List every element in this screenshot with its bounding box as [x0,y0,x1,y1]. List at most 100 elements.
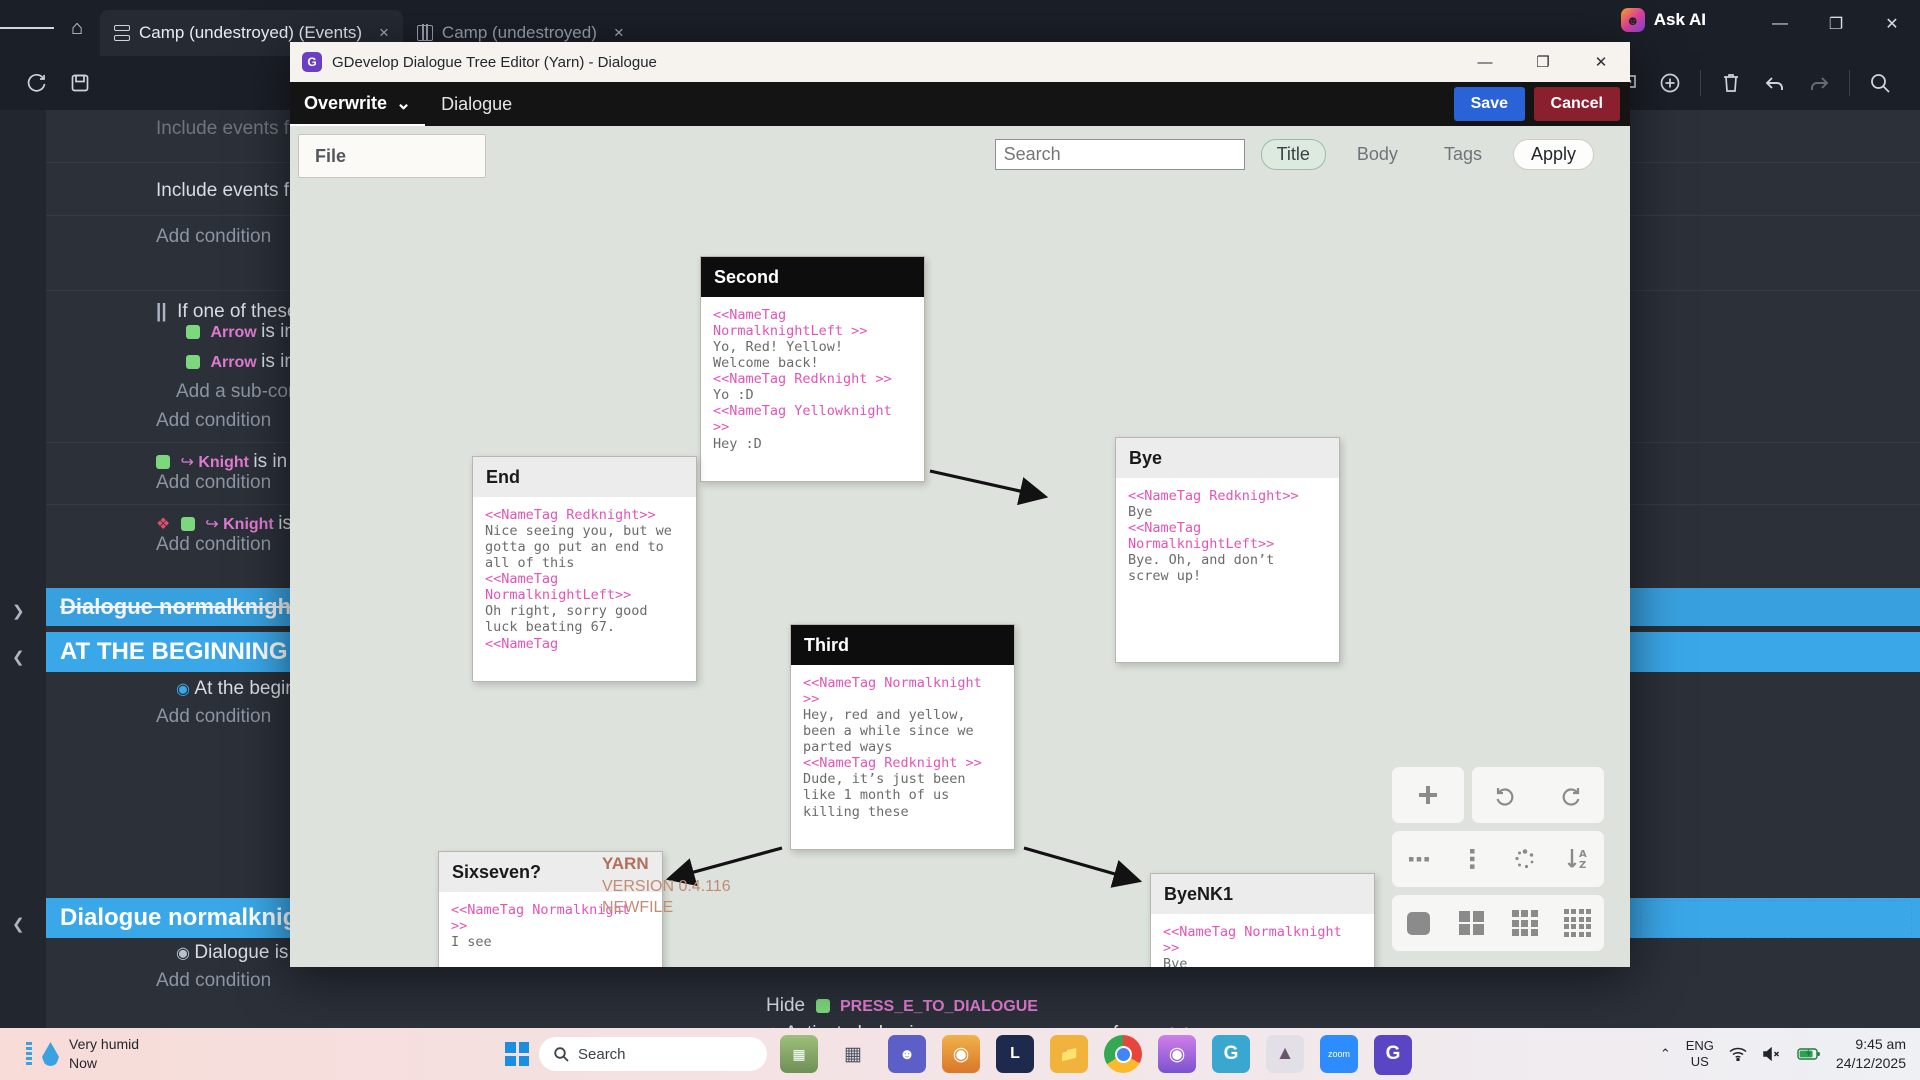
node-body[interactable]: <<NameTag Normalknight >> Bye [1151,914,1374,967]
maximize-icon[interactable]: ❐ [1536,54,1550,71]
object-icon [180,517,195,531]
photos-icon[interactable]: ◉ [942,1035,980,1073]
add-event-icon[interactable] [1648,56,1692,110]
apply-button[interactable]: Apply [1512,139,1594,170]
tab-close-icon[interactable]: × [613,23,624,42]
yarn-workspace[interactable]: File Title Body Tags Apply [290,126,1630,967]
cancel-button[interactable]: Cancel [1533,87,1620,121]
battery-charging-icon[interactable] [1797,1047,1821,1061]
gdevelop-icon[interactable]: G [1212,1035,1250,1073]
chevron-down-icon[interactable]: ❮ [12,916,25,933]
explorer-icon[interactable]: 📁 [1050,1035,1088,1073]
refresh-icon[interactable] [14,56,58,110]
tray-chevron-icon[interactable]: ⌃ [1659,1046,1671,1061]
node-title[interactable]: ByeNK1 [1151,874,1374,914]
zoom-icon[interactable]: zoom [1320,1035,1358,1073]
add-condition-link[interactable]: Add condition [156,534,272,555]
minimize-icon[interactable]: — [1772,15,1788,32]
save-button[interactable]: Save [1453,87,1525,121]
node-title[interactable]: Sixseven? [439,852,662,892]
filter-title-pill[interactable]: Title [1260,139,1326,170]
action-object[interactable]: PRESS_E_TO_DIALOGUE [839,998,1038,1015]
add-condition-link[interactable]: Add condition [156,472,272,493]
add-condition-link[interactable]: Add condition [156,226,272,247]
tab-close-icon[interactable]: × [378,23,389,42]
node-body[interactable]: <<NameTag Redknight>> Nice seeing you, b… [473,497,696,652]
widget-icon[interactable]: ▦ [780,1035,818,1073]
node-title[interactable]: End [473,457,696,497]
windows-taskbar: Very humid Now Search ▦ ▦ ☻ ◉ L 📁 ◉ G ▲ … [0,1028,1920,1080]
home-icon[interactable]: ⌂ [70,16,84,39]
behavior-name[interactable]: TopDownMovement [941,1026,1092,1028]
node-body[interactable]: <<NameTag NormalknightLeft >> Yo, Red! Y… [701,297,924,452]
node-body[interactable]: <<NameTag Normalknight >> Hey, red and y… [791,665,1014,820]
wifi-icon[interactable] [1729,1047,1747,1061]
clock[interactable]: 9:45 am 24/12/2025 [1836,1035,1906,1073]
maximize-icon[interactable]: ❐ [1828,16,1844,33]
undo-icon[interactable] [1753,56,1797,110]
node-title[interactable]: Third [791,625,1014,665]
media-icon[interactable]: ◉ [1158,1035,1196,1073]
dialogue-node-sixseven[interactable]: Sixseven? <<NameTag Normalknight >> I se… [438,851,663,967]
dialogue-node-third[interactable]: Third <<NameTag Normalknight >> Hey, red… [790,624,1015,850]
node-title[interactable]: Second [701,257,924,297]
circle-arrange-icon[interactable] [1502,836,1548,882]
dialogue-node-second[interactable]: Second <<NameTag NormalknightLeft >> Yo,… [700,256,925,482]
zoom-3x3-icon[interactable] [1502,900,1548,946]
plus-icon[interactable] [1405,772,1451,818]
ask-ai-button[interactable]: ☻ Ask AI [1620,8,1706,32]
redo-icon[interactable] [1548,772,1594,818]
overwrite-mode-dropdown[interactable]: Overwrite ⌄ [290,82,426,126]
start-button-icon[interactable] [505,1042,529,1066]
chevron-down-icon[interactable]: ❮ [12,649,25,666]
event-object[interactable]: Knight [223,516,274,533]
dialogue-node-end[interactable]: End <<NameTag Redknight>> Nice seeing yo… [472,456,697,682]
delete-icon[interactable] [1709,56,1753,110]
filter-body-pill[interactable]: Body [1356,144,1398,164]
more-horizontal-icon[interactable] [1396,836,1442,882]
search-icon[interactable] [1858,56,1902,110]
more-vertical-icon[interactable] [1449,836,1495,882]
gdevelop-active-icon[interactable]: G [1374,1035,1412,1073]
zoom-2x2-icon[interactable] [1449,900,1495,946]
add-condition-link[interactable]: Add condition [156,970,272,991]
minimize-icon[interactable]: — [1477,53,1493,71]
zoom-4x4-icon[interactable] [1555,900,1601,946]
taskview-icon[interactable]: ▦ [844,1043,862,1065]
dialogue-node-bynk1[interactable]: ByeNK1 <<NameTag Normalknight >> Bye [1150,873,1375,967]
event-object[interactable]: Arrow [210,324,257,341]
volume-mute-icon[interactable] [1762,1047,1782,1061]
node-line-tag: NormalknightLeft>> [1128,536,1275,553]
close-icon[interactable]: ✕ [1594,54,1608,71]
zoom-single-icon[interactable] [1396,900,1442,946]
file-menu-button[interactable]: File [298,134,486,178]
undo-icon[interactable] [1482,772,1528,818]
save-icon[interactable] [58,56,102,110]
action-object[interactable]: Knight: [1148,1026,1204,1028]
event-object[interactable]: Knight [198,454,249,471]
node-title[interactable]: Bye [1116,438,1339,478]
character-icon[interactable]: ▲ [1266,1035,1304,1073]
yarn-titlebar[interactable]: G GDevelop Dialogue Tree Editor (Yarn) -… [290,42,1630,82]
lightroom-icon[interactable]: L [996,1035,1034,1073]
chrome-icon[interactable] [1104,1035,1142,1073]
weather-widget[interactable]: Very humid Now [26,1035,139,1073]
search-input[interactable] [994,139,1245,170]
close-icon[interactable]: ✕ [1885,16,1899,33]
chevron-right-icon[interactable]: ❯ [12,603,25,620]
main-menu-button[interactable] [0,0,54,56]
dialogue-node-bye[interactable]: Bye <<NameTag Redknight>> Bye <<NameTag … [1115,437,1340,663]
language-indicator[interactable]: ENG US [1686,1038,1714,1071]
add-condition-link[interactable]: Add condition [156,706,272,727]
yarn-editor-window[interactable]: G GDevelop Dialogue Tree Editor (Yarn) -… [290,42,1630,967]
node-body[interactable]: <<NameTag Redknight>> Bye <<NameTag Norm… [1116,478,1339,584]
add-condition-link[interactable]: Add condition [156,410,272,431]
node-graph-canvas[interactable]: Second <<NameTag NormalknightLeft >> Yo,… [290,126,1630,967]
node-body[interactable]: <<NameTag Normalknight >> I see [439,892,662,950]
taskbar-search[interactable]: Search [539,1037,767,1071]
event-object[interactable]: Arrow [210,354,257,371]
filter-tags-pill[interactable]: Tags [1443,144,1482,164]
sort-az-icon[interactable]: A Z [1555,836,1601,882]
teams-icon[interactable]: ☻ [888,1035,926,1073]
tab-camp-scene[interactable]: Camp (undestroyed) × [403,10,638,56]
